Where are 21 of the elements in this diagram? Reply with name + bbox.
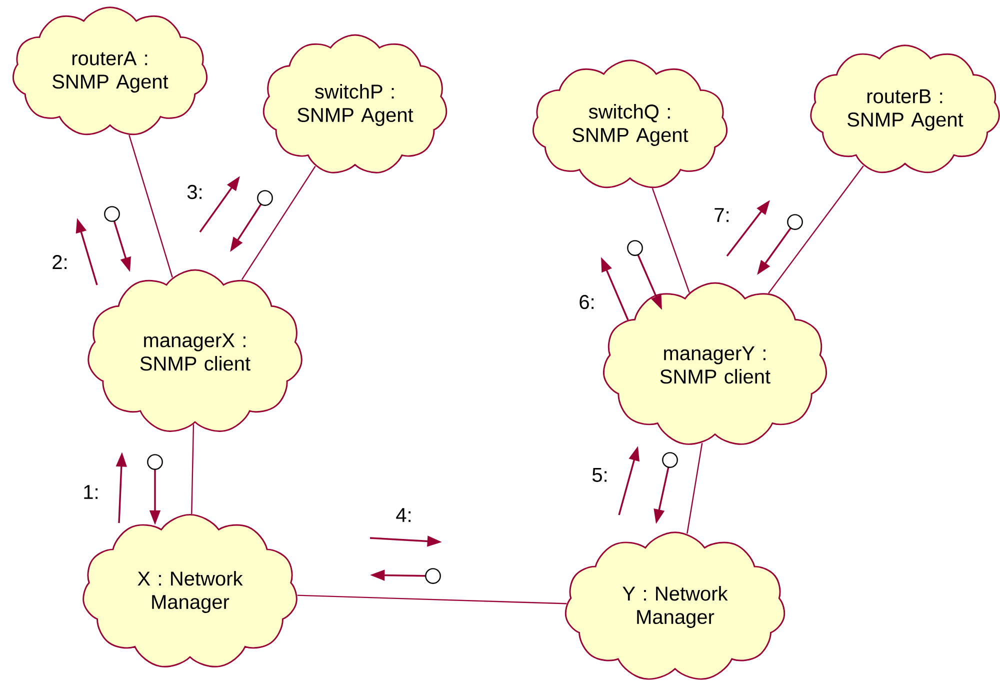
connector-line (191, 424, 194, 514)
cloud-node: Y : Network Manager (564, 532, 786, 680)
message-number: 3: (187, 184, 202, 200)
message-number: 2: (52, 255, 66, 269)
connector-line (768, 165, 864, 294)
connector-line (297, 594, 567, 604)
cloud-node: managerX : SNMP client (88, 269, 302, 432)
cloud-node: switchP : SNMP Agent (262, 34, 448, 174)
cloud-node: managerY : SNMP client (603, 282, 828, 445)
connector-line (652, 188, 690, 293)
connector-line (128, 134, 173, 278)
message-number: 1: (84, 485, 98, 499)
message-number: 5: (592, 468, 606, 482)
cloud-node: routerB : SNMP Agent (810, 44, 1000, 174)
cloud-node: X : Network Manager (82, 514, 298, 668)
message-number: 7: (714, 208, 728, 222)
cloud-node: routerA : SNMP Agent (12, 6, 208, 136)
message-number: 4: (396, 508, 410, 522)
cloud-node: switchQ : SNMP Agent (532, 60, 728, 188)
connector-line (241, 166, 316, 280)
connector-line (686, 442, 703, 534)
